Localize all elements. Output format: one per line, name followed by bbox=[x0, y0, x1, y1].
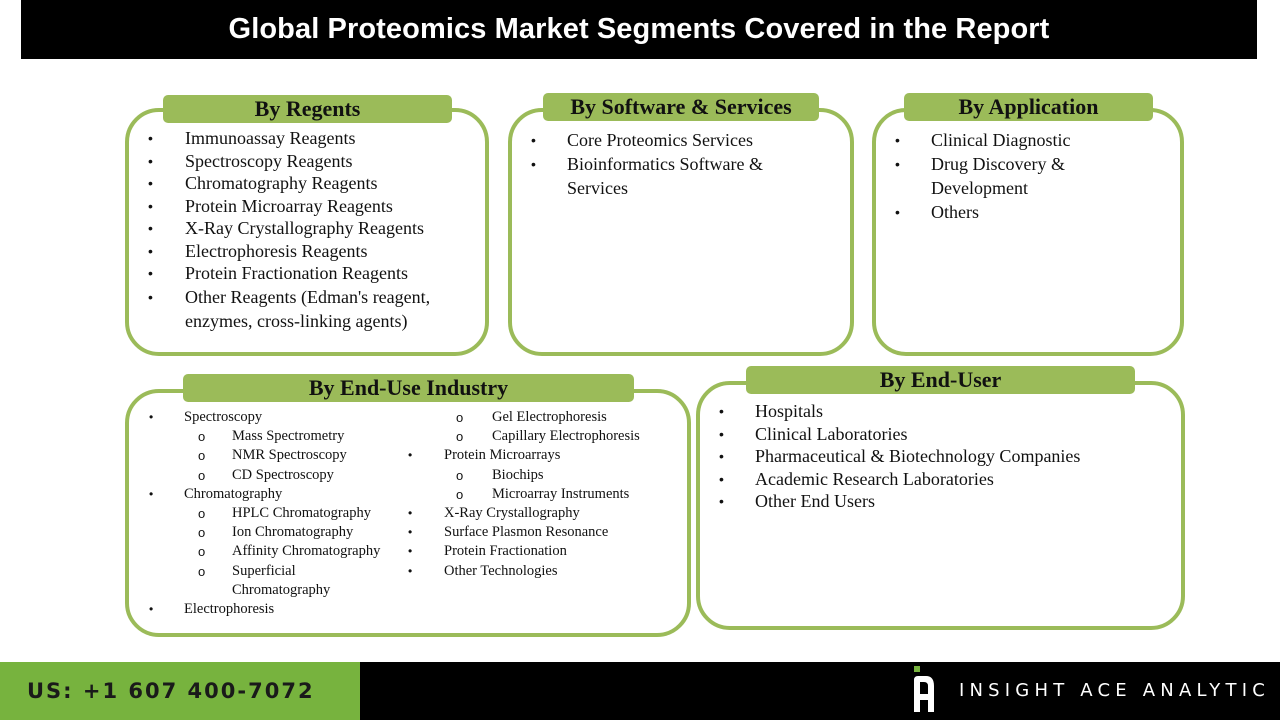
bullet-icon: • bbox=[148, 175, 153, 191]
segment-box-end-user bbox=[696, 381, 1185, 630]
bullet-icon: • bbox=[408, 544, 413, 559]
list-item: •Protein Microarray Reagents bbox=[148, 195, 393, 216]
page-title: Global Proteomics Market Segments Covere… bbox=[21, 0, 1257, 59]
software-services-list: •Core Proteomics Services •Bioinformatic… bbox=[508, 128, 808, 200]
list-item: •Chromatography bbox=[126, 485, 416, 504]
list-item: •Other End Users bbox=[719, 491, 875, 511]
segment-header-end-user: By End-User bbox=[746, 366, 1135, 394]
segment-header-application: By Application bbox=[904, 93, 1153, 121]
list-item: •Others bbox=[895, 202, 979, 222]
list-item: •Core Proteomics Services bbox=[531, 130, 753, 150]
list-item: •Spectroscopy bbox=[126, 408, 416, 427]
bullet-icon: • bbox=[719, 470, 724, 487]
bullet-icon: • bbox=[408, 563, 413, 578]
list-item: •Other Reagents (Edman's reagent, enzyme… bbox=[148, 286, 431, 331]
list-item: •Clinical Diagnostic bbox=[895, 130, 1071, 150]
list-item: •Protein Fractionation bbox=[386, 542, 686, 561]
bullet-icon: • bbox=[719, 403, 724, 419]
circle-bullet-icon: o bbox=[198, 429, 206, 445]
segment-box-application bbox=[872, 108, 1184, 356]
bullet-icon: • bbox=[148, 130, 153, 146]
circle-bullet-icon: o bbox=[198, 563, 206, 579]
phone-number: US: +1 607 400-7072 bbox=[27, 679, 315, 703]
circle-bullet-icon: o bbox=[456, 467, 464, 483]
list-item: •Chromatography Reagents bbox=[148, 173, 378, 193]
bullet-icon: • bbox=[149, 410, 154, 424]
list-item: •Other Technologies bbox=[386, 562, 686, 581]
bullet-icon: • bbox=[531, 156, 536, 172]
footer-brand-bar: INSIGHT ACE ANALYTIC bbox=[360, 662, 1280, 720]
bullet-icon: • bbox=[148, 288, 153, 305]
list-item: •Spectroscopy Reagents bbox=[148, 150, 353, 171]
list-item: •Pharmaceutical & Biotechnology Companie… bbox=[719, 446, 1081, 466]
list-item: •Drug Discovery & Development bbox=[895, 154, 1065, 198]
list-item: •Protein Fractionation Reagents bbox=[148, 263, 408, 283]
circle-bullet-icon: o bbox=[456, 429, 464, 445]
list-item: •Clinical Laboratories bbox=[719, 423, 908, 444]
bullet-icon: • bbox=[148, 152, 153, 169]
list-item: •Bioinformatics Software & Services bbox=[531, 154, 763, 198]
circle-bullet-icon: o bbox=[198, 525, 206, 541]
end-user-list: •Hospitals •Clinical Laboratories •Pharm… bbox=[696, 400, 1176, 513]
circle-bullet-icon: o bbox=[198, 544, 206, 560]
list-item: •X-Ray Crystallography bbox=[386, 504, 686, 523]
circle-bullet-icon: o bbox=[456, 486, 464, 502]
segment-header-regents: By Regents bbox=[163, 95, 452, 123]
list-item: •Electrophoresis bbox=[126, 600, 416, 619]
bullet-icon: • bbox=[148, 242, 153, 259]
bullet-icon: • bbox=[148, 265, 153, 281]
bullet-icon: • bbox=[408, 448, 413, 463]
circle-bullet-icon: o bbox=[198, 448, 206, 464]
circle-bullet-icon: o bbox=[198, 506, 206, 522]
bullet-icon: • bbox=[719, 425, 724, 442]
list-item: •Surface Plasmon Resonance bbox=[386, 523, 686, 542]
brand-name: INSIGHT ACE ANALYTIC bbox=[959, 680, 1270, 701]
list-item: •Immunoassay Reagents bbox=[148, 128, 356, 148]
bullet-icon: • bbox=[148, 197, 153, 214]
footer-phone: US: +1 607 400-7072 bbox=[0, 662, 360, 720]
bullet-icon: • bbox=[149, 602, 154, 617]
regents-list: •Immunoassay Reagents •Spectroscopy Reag… bbox=[126, 127, 486, 333]
bullet-icon: • bbox=[531, 132, 536, 148]
list-item: •Protein Microarrays bbox=[386, 446, 686, 465]
segment-box-end-use-industry bbox=[125, 389, 691, 637]
bullet-icon: • bbox=[719, 493, 724, 509]
bullet-icon: • bbox=[149, 486, 154, 501]
list-item: •Academic Research Laboratories bbox=[719, 468, 994, 489]
bullet-icon: • bbox=[408, 525, 413, 540]
segment-header-software-services: By Software & Services bbox=[543, 93, 819, 121]
circle-bullet-icon: o bbox=[198, 467, 206, 483]
circle-bullet-icon: o bbox=[456, 410, 464, 425]
application-list: •Clinical Diagnostic •Drug Discovery & D… bbox=[872, 128, 1102, 224]
list-item: •Electrophoresis Reagents bbox=[148, 240, 368, 261]
segment-box-software-services bbox=[508, 108, 854, 356]
bullet-icon: • bbox=[719, 448, 724, 464]
bullet-icon: • bbox=[148, 220, 153, 236]
bullet-icon: • bbox=[895, 204, 900, 220]
bullet-icon: • bbox=[895, 132, 900, 148]
bullet-icon: • bbox=[408, 506, 413, 521]
insight-ace-logo-icon bbox=[914, 666, 934, 712]
segment-header-end-use-industry: By End-Use Industry bbox=[183, 374, 634, 402]
list-item: •Hospitals bbox=[719, 401, 824, 421]
list-item: •X-Ray Crystallography Reagents bbox=[148, 218, 424, 238]
bullet-icon: • bbox=[895, 156, 900, 172]
